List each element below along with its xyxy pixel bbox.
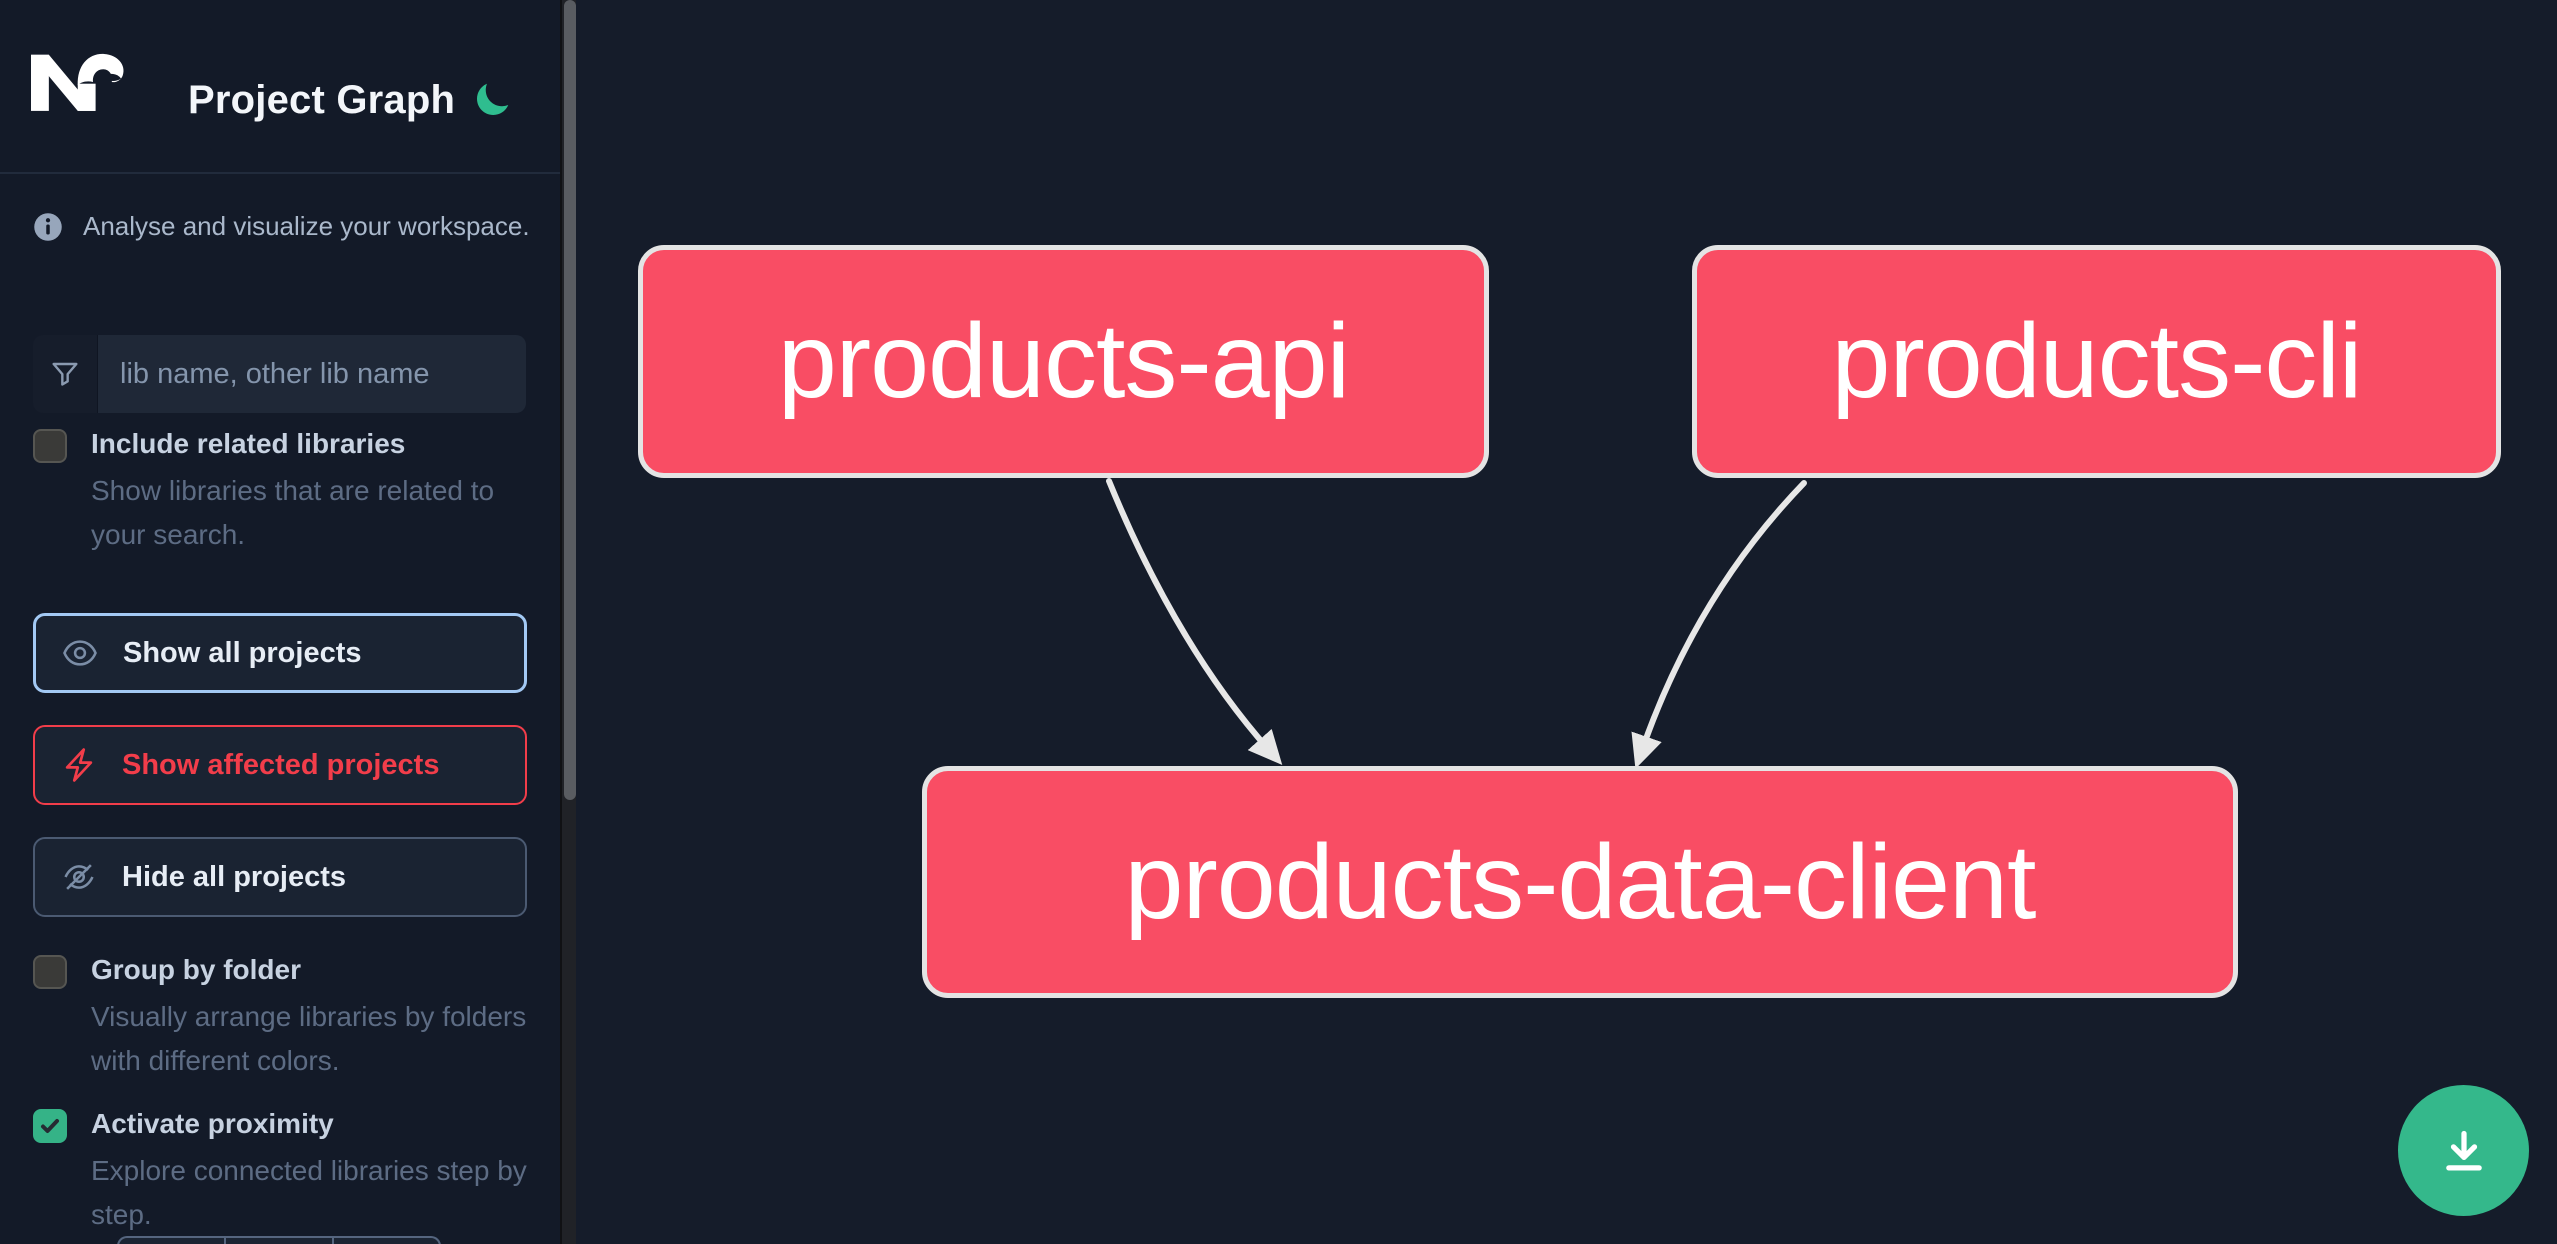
download-image-button[interactable] [2398, 1085, 2529, 1216]
option-label[interactable]: Include related libraries [91, 428, 406, 459]
option-include-related: Include related libraries Show libraries… [33, 427, 533, 557]
node-label: products-cli [1831, 302, 2363, 420]
funnel-icon [33, 335, 98, 413]
show-all-projects-button[interactable]: Show all projects [33, 613, 527, 693]
check-icon [41, 1119, 59, 1133]
button-label: Show affected projects [122, 748, 440, 781]
option-label[interactable]: Activate proximity [91, 1108, 334, 1139]
intro-text: Analyse and visualize your workspace. [83, 211, 530, 241]
sidebar-scrollbar[interactable] [560, 0, 576, 1244]
download-icon [2445, 1130, 2482, 1171]
bolt-icon [65, 748, 93, 782]
nx-logo [31, 53, 124, 111]
option-description: Explore connected libraries step by step… [91, 1155, 527, 1230]
page-title: Project Graph [188, 78, 456, 122]
option-description: Visually arrange libraries by folders wi… [91, 1001, 527, 1076]
option-label[interactable]: Group by folder [91, 954, 301, 985]
moon-icon[interactable] [472, 80, 512, 120]
sidebar-scrollbar-thumb[interactable] [564, 0, 576, 800]
graph-canvas[interactable]: products-api products-cli products-data-… [576, 0, 2557, 1244]
graph-node-products-data-client[interactable]: products-data-client [922, 766, 2238, 998]
node-label: products-api [777, 302, 1350, 420]
intro-row: Analyse and visualize your workspace. [33, 211, 530, 242]
graph-node-products-cli[interactable]: products-cli [1692, 245, 2501, 478]
graph-node-products-api[interactable]: products-api [638, 245, 1489, 478]
search-bar [33, 335, 526, 413]
button-label: Hide all projects [122, 860, 347, 893]
search-input[interactable] [98, 335, 526, 413]
group-by-folder-checkbox[interactable] [33, 955, 67, 989]
option-description: Show libraries that are related to your … [91, 475, 495, 550]
info-icon [34, 212, 62, 241]
show-affected-projects-button[interactable]: Show affected projects [33, 725, 527, 805]
sidebar: Project Graph Analyse and visualize your… [0, 0, 560, 1244]
proximity-stepper-partial[interactable] [117, 1236, 441, 1244]
button-label: Show all projects [123, 636, 362, 669]
edge-products-cli-to-data-client [1631, 480, 1807, 769]
edge-products-api-to-data-client [1106, 478, 1283, 765]
eye-icon [63, 640, 97, 666]
header-divider [0, 172, 560, 174]
option-group-by-folder: Group by folder Visually arrange librari… [33, 953, 533, 1083]
dependency-edges [1106, 478, 1807, 769]
activate-proximity-checkbox[interactable] [33, 1109, 67, 1143]
node-label: products-data-client [1124, 822, 2037, 941]
include-related-checkbox[interactable] [33, 429, 67, 463]
eye-off-icon [64, 864, 94, 890]
hide-all-projects-button[interactable]: Hide all projects [33, 837, 527, 917]
option-activate-proximity: Activate proximity Explore connected lib… [33, 1107, 533, 1237]
